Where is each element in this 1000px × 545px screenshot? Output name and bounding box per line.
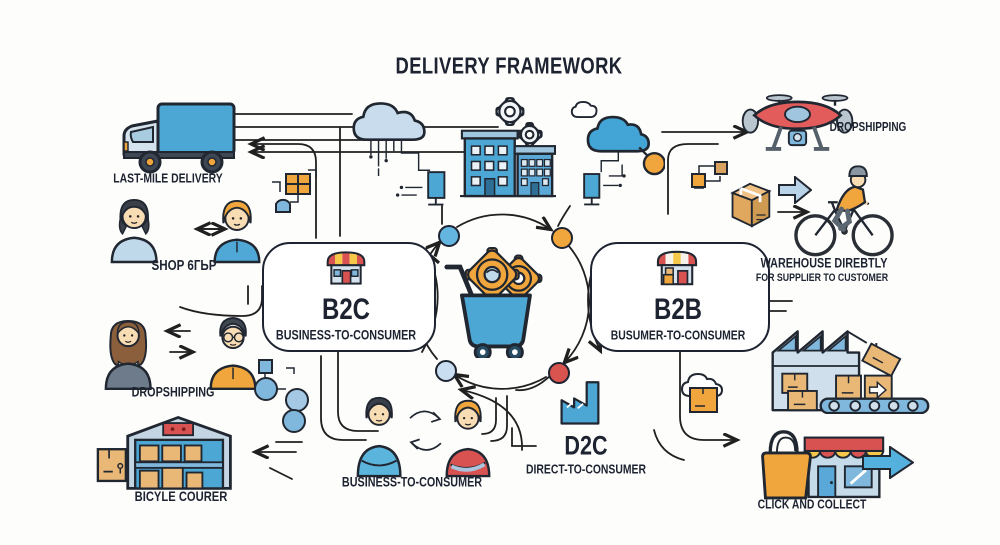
dropshipping-right-label: DROPSHIPPING [829,120,907,134]
flow-dot-top-right [551,227,573,249]
delivery-drone-icon [741,94,854,151]
bicyle-courer-label: BICYLE COURER [134,488,228,504]
b2b-label: BUSUMER-TO-CONSUMER [610,327,746,343]
click-and-collect-label: CLICK AND COLLECT [757,496,867,512]
cloud-network-icon [570,100,665,206]
c2c-label: BUSINESS-TO-CONSUMER [341,474,483,490]
cart-gears-icon [444,246,543,358]
last-mile-delivery-label: LAST-MILE DELIVERY [113,170,223,186]
storefront-b2c-icon [326,251,366,285]
buildings-gears-icon [460,97,556,198]
factory-d2c-icon [560,381,600,425]
dropshipping-left-label: DROPSHIPPING [131,384,215,400]
node-circles-icon [254,359,309,433]
b2c-code: B2C [321,293,371,326]
b2b-code: B2B [653,293,703,326]
shop-label: SHOP 6ГЬP [151,258,217,274]
grid-boxes-icon [272,169,317,213]
d2c-label: DIRECT-TO-CONSUMER [526,461,646,477]
big-blue-arrow-icon [862,446,914,479]
flow-dot-bottom-left [435,360,457,382]
cloud-box-icon [680,372,724,413]
flow-dot-bottom-right [548,362,570,384]
block-arrow-icon [778,176,812,204]
people-exchange-icon [110,198,261,264]
storefront-b2b-icon [656,250,698,286]
flow-dot-top-left [438,225,460,247]
d2c-code: D2C [564,430,608,461]
page-title: DELIVERY FRAMEWORK [395,52,623,79]
delivery-truck-icon [122,102,236,174]
people-c2c-icon [356,396,491,478]
warehouse-directly-label: WAREHOUSE DIREBTLY [760,255,888,271]
package-box-icon [730,182,772,228]
bicycle-courier-icon [794,165,894,257]
b2c-label: BUSINESS-TO-CONSUMER [275,327,417,343]
warehouse-directly-label2: FOR SUPPLIER TO CUSTOMER [755,272,889,284]
mini-flow-squares-icon [691,161,728,189]
people-handoff-icon [104,317,257,390]
cloud-circuit-icon [352,102,446,206]
warehouse-icon [96,415,232,490]
factory-conveyor-icon [771,330,930,414]
